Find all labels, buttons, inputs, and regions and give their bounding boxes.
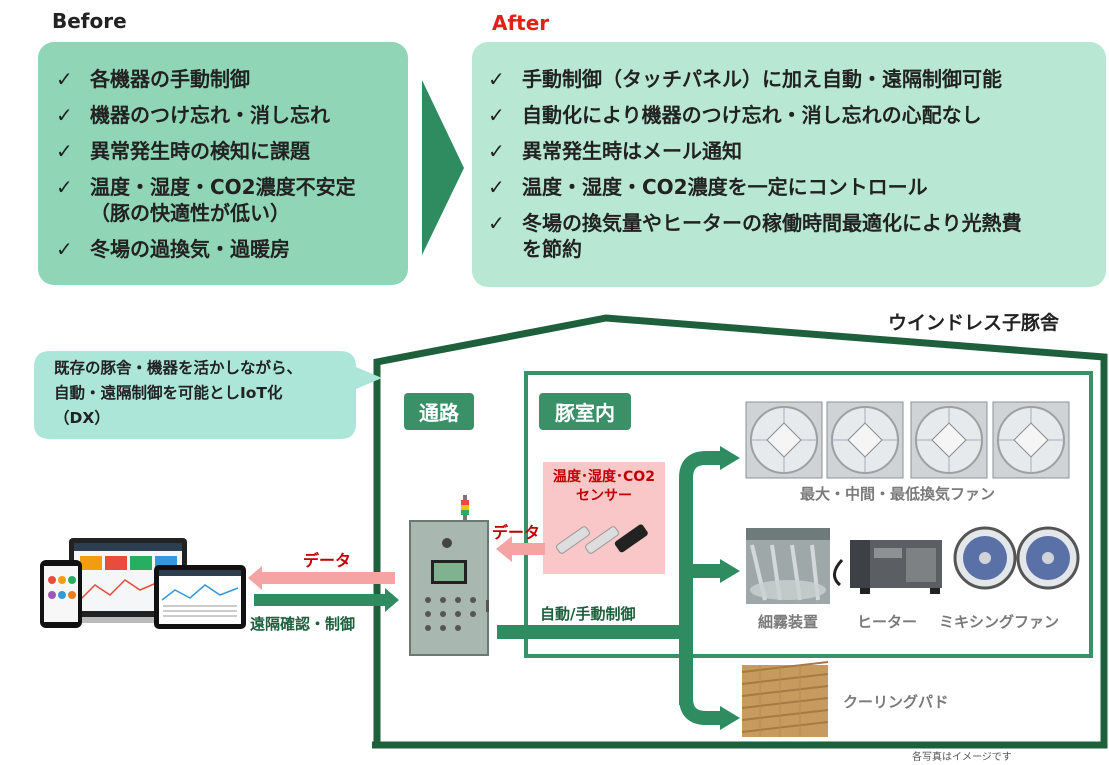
cooling-pad-image: [741, 661, 829, 737]
before-item: ✓ 冬場の過換気・過暖房: [56, 236, 398, 262]
before-item: ✓ 温度・湿度・CO2濃度不安定 （豚の快適性が低い）: [56, 174, 398, 226]
control-label: 自動/手動制御: [540, 605, 636, 623]
flow-branch-pad: [679, 632, 722, 725]
footnote: 各写真はイメージです: [912, 752, 1012, 763]
remote-label: 遠隔確認・制御: [250, 615, 356, 633]
exhaust-fans-image: [745, 401, 1070, 479]
check-icon: ✓: [488, 211, 505, 235]
pig-room-outline: [524, 371, 1093, 658]
before-item: ✓ 機器のつけ忘れ・消し忘れ: [56, 102, 398, 128]
devices-image: [40, 538, 246, 629]
remote-control-arrow: [254, 588, 399, 612]
check-icon: ✓: [56, 237, 73, 261]
after-item-text: 異常発生時はメール通知: [522, 139, 742, 163]
check-icon: ✓: [488, 175, 505, 199]
before-list: ✓ 各機器の手動制御 ✓ 機器のつけ忘れ・消し忘れ ✓ 異常発生時の検知に課題 ✓ 温度・湿度…: [56, 66, 398, 272]
callout-bubble: [34, 351, 382, 439]
before-item-text: 機器のつけ忘れ・消し忘れ: [90, 103, 330, 127]
check-icon: ✓: [56, 67, 73, 91]
flow-arrowhead-fans: [720, 446, 740, 470]
control-cabinet: [409, 495, 489, 656]
data-arrow-left: [248, 566, 395, 590]
callout-text: 既存の豚舎・機器を活かしながら、 自動・遠隔制御を可能としIoT化 （DX）: [54, 359, 303, 427]
before-item-text: 異常発生時の検知に課題: [90, 139, 310, 163]
after-item: ✓ 冬場の換気量やヒーターの稼働時間最適化により光熱費 を節約: [488, 210, 1096, 262]
after-item: ✓ 自動化により機器のつけ忘れ・消し忘れの心配なし: [488, 102, 1096, 128]
after-item: ✓ 手動制御（タッチパネル）に加え自動・遠隔制御可能: [488, 66, 1096, 92]
flow-arrowhead-pad: [720, 706, 740, 730]
check-icon: ✓: [56, 139, 73, 163]
heater-image: [833, 540, 942, 594]
sensor-label: 温度･湿度･CO2 センサー: [553, 469, 655, 504]
sensor-box: [543, 462, 665, 574]
fans-label: 最大・中間・最低換気ファン: [800, 485, 996, 503]
before-item-text: 温度・湿度・CO2濃度不安定 （豚の快適性が低い）: [90, 175, 356, 225]
mist-label: 細霧装置: [758, 613, 819, 631]
check-icon: ✓: [488, 139, 505, 163]
building-outline: [372, 314, 1108, 749]
after-item: ✓ 異常発生時はメール通知: [488, 138, 1096, 164]
mixing-fans-image: [953, 526, 1080, 590]
mist-device-image: [746, 528, 830, 604]
transition-arrow: [422, 80, 464, 255]
sensor-data-arrow: [496, 536, 545, 562]
after-item-text: 冬場の換気量やヒーターの稼働時間最適化により光熱費 を節約: [522, 211, 1022, 261]
before-item-text: 冬場の過換気・過暖房: [90, 237, 290, 261]
mixing-fan-label: ミキシングファン: [939, 613, 1060, 631]
before-item: ✓ 異常発生時の検知に課題: [56, 138, 398, 164]
check-icon: ✓: [56, 103, 73, 127]
data-label-sensor: データ: [492, 523, 541, 542]
cooling-pad-label: クーリングパド: [843, 693, 949, 711]
before-item: ✓ 各機器の手動制御: [56, 66, 398, 92]
before-panel: ✓ 各機器の手動制御 ✓ 機器のつけ忘れ・消し忘れ ✓ 異常発生時の検知に課題 ✓ 温度・湿度…: [38, 42, 408, 285]
sensor-image: [556, 524, 648, 554]
after-panel: ✓ 手動制御（タッチパネル）に加え自動・遠隔制御可能 ✓ 自動化により機器のつけ忘れ・…: [472, 42, 1106, 287]
after-item: ✓ 温度・湿度・CO2濃度を一定にコントロール: [488, 174, 1096, 200]
check-icon: ✓: [56, 175, 73, 199]
check-icon: ✓: [488, 67, 505, 91]
heater-label: ヒーター: [857, 613, 918, 631]
corridor-label: 通路: [404, 393, 474, 430]
after-item-text: 自動化により機器のつけ忘れ・消し忘れの心配なし: [522, 103, 982, 127]
data-label-left: データ: [303, 551, 352, 570]
after-list: ✓ 手動制御（タッチパネル）に加え自動・遠隔制御可能 ✓ 自動化により機器のつけ忘れ・…: [488, 66, 1096, 272]
after-item-text: 温度・湿度・CO2濃度を一定にコントロール: [522, 175, 928, 199]
before-heading: Before: [52, 9, 127, 33]
check-icon: ✓: [488, 103, 505, 127]
flow-branch-fans: [679, 451, 722, 705]
after-item-text: 手動制御（タッチパネル）に加え自動・遠隔制御可能: [522, 67, 1002, 91]
pig-room-label: 豚室内: [539, 393, 631, 430]
flow-arrowhead-mist: [720, 559, 740, 583]
after-heading: After: [492, 11, 550, 35]
before-item-text: 各機器の手動制御: [90, 67, 250, 91]
building-title: ウインドレス子豚舎: [888, 312, 1060, 334]
